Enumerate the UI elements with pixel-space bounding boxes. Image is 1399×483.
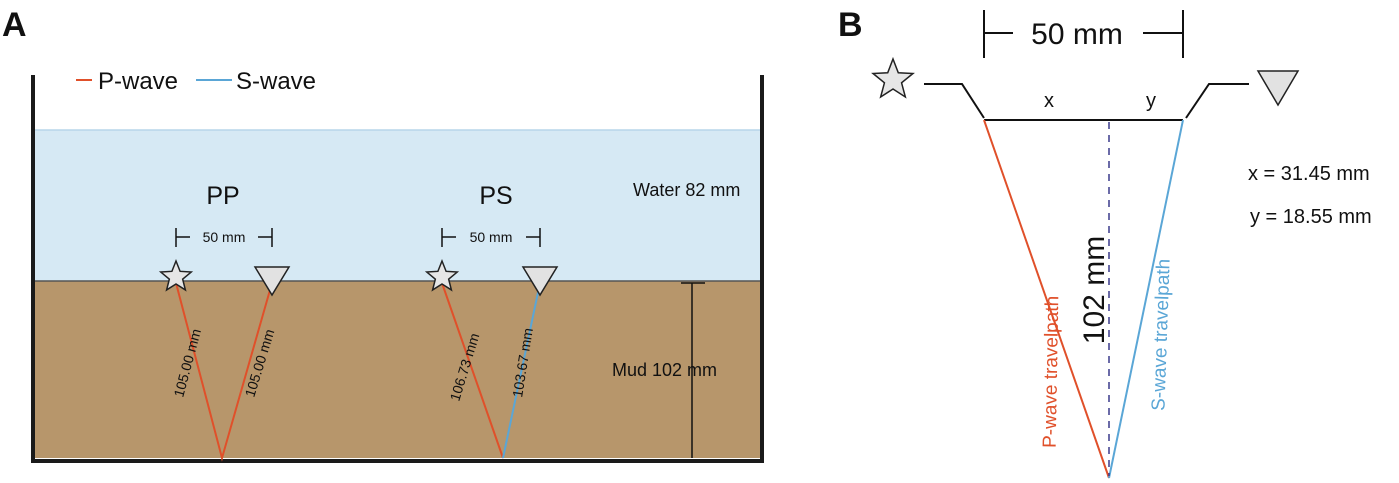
s-path-label: S-wave travelpath	[1148, 258, 1174, 411]
ps-spacing-label: 50 mm	[470, 229, 513, 245]
legend-p-label: P-wave	[98, 68, 178, 95]
panel-b: B 50 mm x y 102 mm P-wave travelpath S-w…	[838, 6, 1372, 479]
pp-source-star-icon	[158, 258, 194, 292]
ps-receiver-triangle-icon	[521, 266, 559, 297]
pp-spacing-bar	[175, 228, 273, 247]
panel-b-letter: B	[838, 6, 863, 44]
panel-a: A P-wave S-wave PP 50 mm 105.00 mm 105.0…	[2, 6, 764, 463]
spacing-label: 50 mm	[1031, 18, 1123, 51]
ps-source-star-icon	[424, 258, 460, 292]
depth-label: 102 mm	[1078, 236, 1111, 344]
p-path-label: P-wave travelpath	[1040, 296, 1064, 448]
mud-layer	[33, 281, 760, 458]
source-star-icon	[871, 56, 915, 99]
pp-receiver-triangle-icon	[253, 266, 291, 297]
pp-ray-path	[175, 282, 273, 462]
y-value-label: y = 18.55 mm	[1250, 206, 1372, 228]
x-label: x	[1044, 90, 1054, 112]
p-wave-travelpath	[983, 119, 1110, 479]
water-thickness-label: Water 82 mm	[633, 180, 740, 200]
water-layer	[33, 130, 760, 281]
ps-p-ray	[441, 282, 504, 459]
receiver-triangle-icon	[1256, 70, 1300, 107]
x-value-label: x = 31.45 mm	[1248, 163, 1370, 185]
mud-thickness-label: Mud 102 mm	[612, 360, 717, 380]
panel-a-letter: A	[2, 6, 27, 44]
source-leader-line	[924, 83, 985, 119]
s-wave-travelpath	[1108, 119, 1184, 479]
legend-s-label: S-wave	[236, 68, 316, 95]
ps-title: PS	[479, 182, 512, 210]
mud-thickness-bar	[681, 282, 705, 458]
pp-spacing-label: 50 mm	[203, 229, 246, 245]
ps-s-ray	[502, 282, 541, 459]
receiver-leader-line	[1185, 83, 1249, 119]
ps-spacing-bar	[441, 228, 541, 247]
y-label: y	[1146, 90, 1156, 112]
pp-title: PP	[206, 182, 239, 210]
tank-outline	[31, 75, 764, 463]
spacing-bar	[983, 10, 1184, 58]
